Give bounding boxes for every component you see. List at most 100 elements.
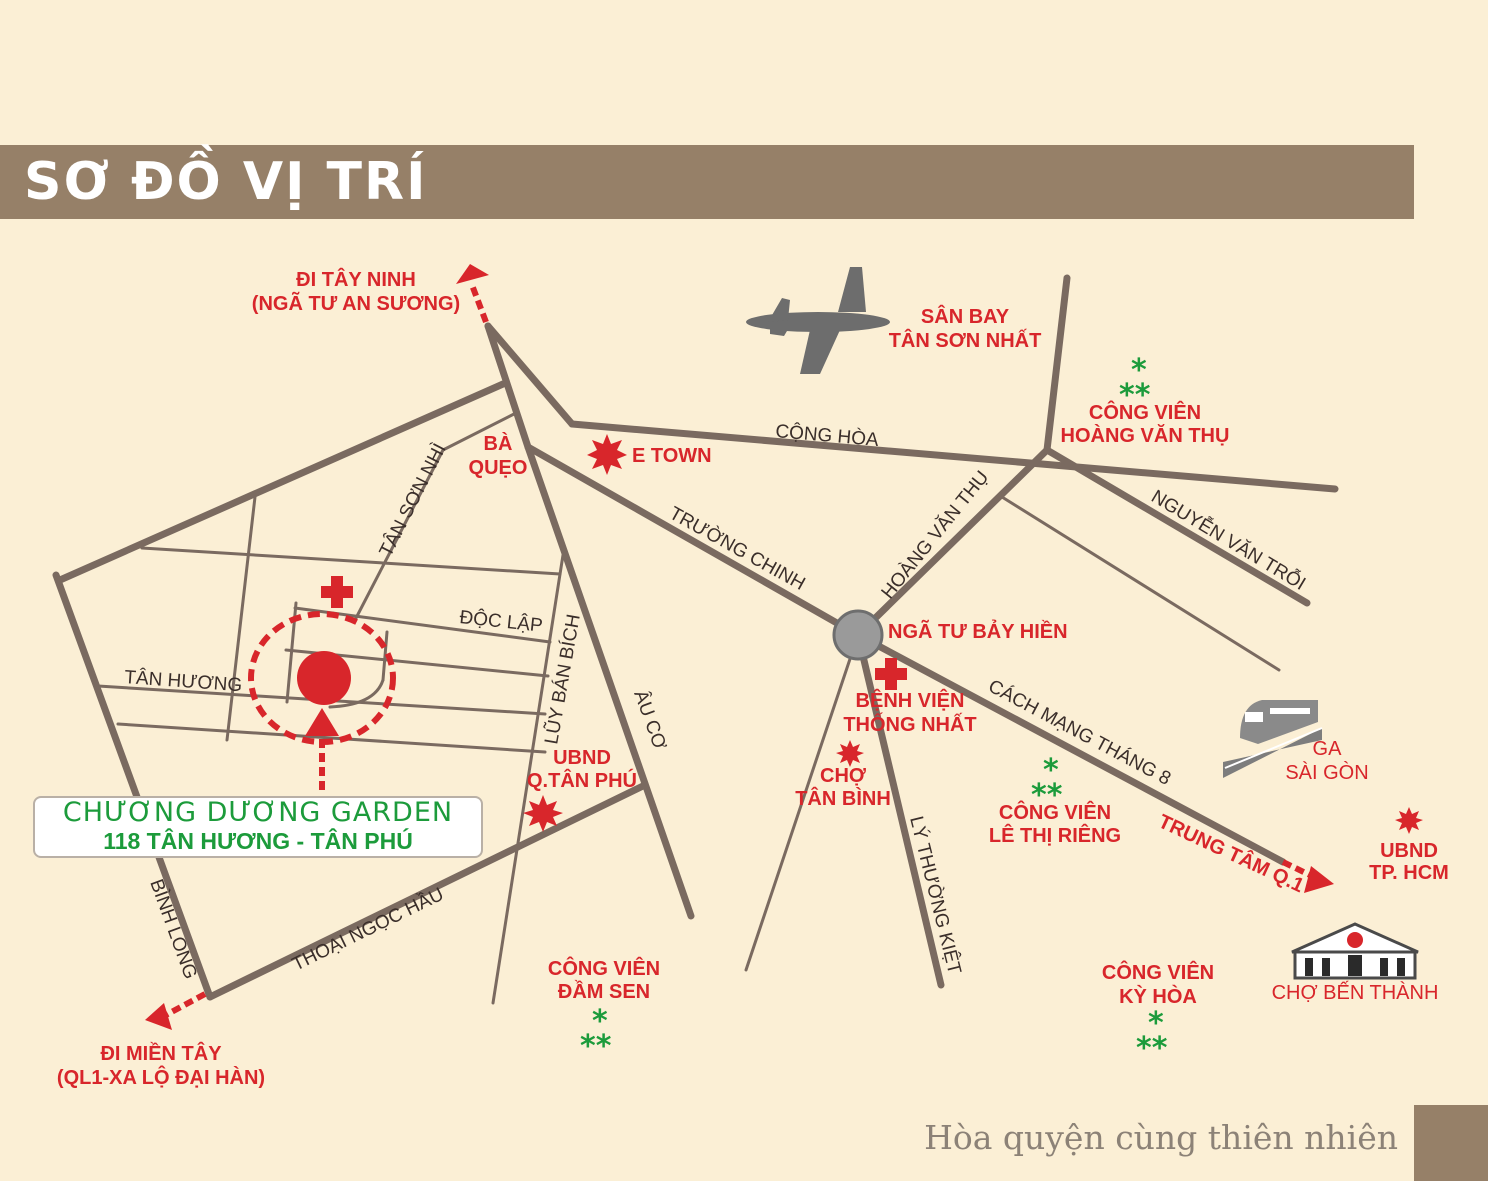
- svg-text:*: *: [1043, 753, 1059, 788]
- label-cv-dam-sen-1: CÔNG VIÊN: [548, 956, 660, 980]
- label-ga-sai-gon-1: GA: [1313, 738, 1343, 760]
- place-labels: ĐI TÂY NINH (NGÃ TƯ AN SƯƠNG) ĐI MIỀN TÂ…: [57, 267, 1449, 1089]
- label-tay-ninh-2: (NGÃ TƯ AN SƯƠNG): [252, 292, 460, 315]
- road-label-au-co: ÂU CƠ: [629, 687, 671, 752]
- label-cv-ltr-2: LÊ THỊ RIÊNG: [989, 823, 1121, 847]
- label-ba-queo-1: BÀ: [484, 432, 513, 455]
- road-cong-hoa: [484, 322, 576, 428]
- road-labels: CỘNG HÒA TRƯỜNG CHINH HOÀNG VĂN THỤ NGUY…: [124, 420, 1310, 982]
- footer-tagline: Hòa quyện cùng thiên nhiên: [924, 1118, 1398, 1157]
- label-cv-dam-sen-2: ĐẦM SEN: [558, 980, 650, 1003]
- road-ly-thuong-kiet: [854, 631, 945, 989]
- road-au-co-north: [484, 322, 532, 451]
- label-cho-ben-thanh: CHỢ BẾN THÀNH: [1272, 981, 1439, 1004]
- road-binh-long: [52, 571, 214, 1001]
- hospital-cross-icon: [875, 658, 907, 690]
- arrow-head-trung-tam: [1304, 866, 1334, 893]
- airplane-icon: [746, 267, 890, 374]
- road-south-branch: [744, 633, 860, 972]
- road-label-nguyen-van-troi: NGUYỄN VĂN TRỖI: [1147, 485, 1309, 594]
- label-ga-sai-gon-2: SÀI GÒN: [1285, 761, 1368, 784]
- road-cross-3: [116, 722, 547, 754]
- roundabout-icon: [832, 609, 884, 661]
- svg-text:**: **: [1031, 778, 1063, 813]
- footer-block: [1414, 1105, 1488, 1181]
- landmark-star-icon: [523, 795, 563, 832]
- road-luy-ban-bich: [491, 553, 565, 1005]
- label-ubnd-tan-phu-2: Q.TÂN PHÚ: [527, 768, 637, 792]
- label-ubnd-hcm-1: UBND: [1380, 840, 1438, 862]
- label-cv-ky-hoa-2: KỲ HÒA: [1119, 984, 1197, 1008]
- landmark-star-icon: [1395, 807, 1423, 834]
- road-truong-chinh: [524, 443, 862, 639]
- svg-text:**: **: [1136, 1031, 1168, 1066]
- header-band: [0, 145, 1414, 219]
- road-label-luy-ban-bich: LŨY BÁN BÍCH: [540, 612, 585, 745]
- road-minor-east: [1000, 495, 1281, 672]
- market-icon: [1291, 922, 1419, 980]
- label-tay-ninh-1: ĐI TÂY NINH: [296, 267, 416, 291]
- road-label-tan-son-nhi: TÂN SƠN NHÌ: [375, 440, 451, 560]
- project-name: CHƯƠNG DƯƠNG GARDEN: [62, 797, 454, 828]
- svg-text:*: *: [1148, 1006, 1164, 1041]
- park-trees-icon: ***: [1136, 1006, 1168, 1066]
- road-vertical-west: [225, 495, 257, 742]
- label-san-bay-2: TÂN SƠN NHẤT: [889, 328, 1042, 352]
- road-network: [52, 274, 1339, 1005]
- road-nguyen-van-troi: [1043, 446, 1311, 607]
- road-label-cong-hoa: CỘNG HÒA: [775, 420, 880, 451]
- label-ba-queo-2: QUẸO: [469, 457, 528, 479]
- svg-text:*: *: [592, 1004, 608, 1039]
- label-san-bay-1: SÂN BAY: [921, 304, 1010, 328]
- park-trees-icon: ***: [1031, 753, 1063, 813]
- park-trees-icon: ***: [1119, 353, 1151, 413]
- road-au-co: [524, 443, 695, 920]
- svg-text:*: *: [1131, 353, 1147, 388]
- train-icon: [1223, 700, 1323, 778]
- direction-arrows: [145, 264, 1334, 1030]
- label-cho-tan-binh-2: TÂN BÌNH: [795, 786, 891, 810]
- road-cross-1: [140, 546, 562, 576]
- road-label-truong-chinh: TRƯỜNG CHINH: [666, 502, 809, 595]
- road-thoai-ngoc-hau: [206, 781, 649, 1001]
- label-cv-hvt-2: HOÀNG VĂN THỤ: [1061, 424, 1230, 447]
- label-cho-tan-binh-1: CHỢ: [820, 765, 867, 787]
- road-cach-mang-thang-8: [854, 631, 1287, 866]
- road-north-spur: [1043, 274, 1071, 454]
- road-label-hoang-van-thu: HOÀNG VĂN THỤ: [878, 467, 994, 603]
- label-mien-tay-1: ĐI MIỀN TÂY: [100, 1041, 222, 1065]
- project-label-box: CHƯƠNG DƯƠNG GARDEN 118 TÂN HƯƠNG - TÂN …: [33, 796, 483, 858]
- page-title: SƠ ĐỒ VỊ TRÍ: [24, 152, 428, 212]
- road-label-cmt8: CÁCH MẠNG THÁNG 8: [985, 676, 1174, 790]
- park-trees-icon: ***: [580, 1004, 612, 1064]
- arrow-head-mien-tay: [145, 1003, 172, 1030]
- landmark-star-icon: [836, 740, 864, 767]
- road-curve: [328, 678, 385, 709]
- arrow-head-project: [305, 708, 339, 736]
- label-e-town: E TOWN: [632, 445, 712, 467]
- label-benh-vien-1: BỆNH VIỆN: [856, 688, 965, 712]
- landmark-star-icon: [587, 434, 627, 475]
- road-tan-son-nhi: [353, 448, 445, 622]
- label-trung-tam: TRUNG TÂM Q.1: [1155, 809, 1308, 897]
- location-pin-icon: [248, 611, 396, 745]
- label-cv-ltr-1: CÔNG VIÊN: [999, 800, 1111, 824]
- arrow-head-tay-ninh: [456, 264, 489, 284]
- road-label-thoai-ngoc-hau: THOẠI NGỌC HẦU: [289, 883, 448, 975]
- road-vertical-east: [381, 630, 389, 682]
- label-nga-tu-bay-hien: NGÃ TƯ BẢY HIỀN: [888, 620, 1068, 643]
- label-mien-tay-2: (QL1-XA LỘ ĐẠI HÀN): [57, 1065, 265, 1089]
- road-label-tan-huong: TÂN HƯƠNG: [124, 666, 243, 696]
- hospital-cross-icon: [321, 576, 353, 608]
- svg-text:**: **: [580, 1029, 612, 1064]
- road-tan-son-nhi-link: [441, 412, 516, 452]
- arrow-mien-tay: [164, 991, 207, 1018]
- label-benh-vien-2: THỐNG NHẤT: [843, 712, 976, 736]
- svg-text:**: **: [1119, 378, 1151, 413]
- project-address: 118 TÂN HƯƠNG - TÂN PHÚ: [103, 828, 413, 854]
- label-ubnd-hcm-2: TP. HCM: [1369, 862, 1449, 884]
- road-hoang-van-thu: [854, 446, 1051, 639]
- label-cv-hvt-1: CÔNG VIÊN: [1089, 400, 1201, 424]
